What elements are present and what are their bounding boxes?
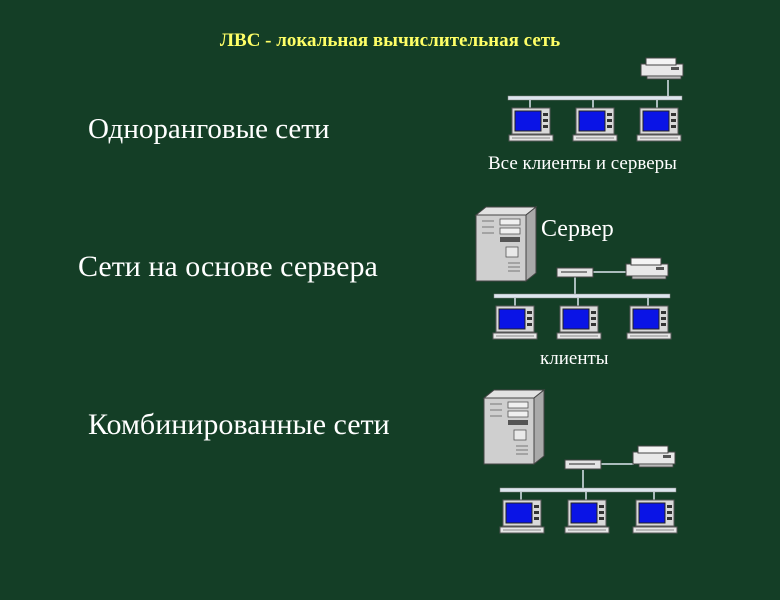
computer-icon xyxy=(626,305,672,340)
computer-icon xyxy=(508,107,554,142)
network-bus xyxy=(499,487,677,493)
computer-icon xyxy=(572,107,618,142)
caption-server: Сервер xyxy=(541,216,614,242)
computer-icon xyxy=(499,499,545,534)
topic-combined: Комбинированные сети xyxy=(88,408,390,441)
combined-network xyxy=(483,389,678,534)
peer-network xyxy=(507,57,684,142)
computer-icon xyxy=(556,305,602,340)
server-icon xyxy=(483,389,545,465)
network-bus xyxy=(493,293,671,299)
server-network xyxy=(475,206,672,340)
computer-icon xyxy=(636,107,682,142)
slide-title: ЛВС - локальная вычислительная сеть xyxy=(219,30,561,51)
caption-peer-all: Все клиенты и серверы xyxy=(488,153,677,174)
printer-icon xyxy=(625,257,669,280)
printer-icon xyxy=(632,445,676,468)
hub-icon xyxy=(564,459,602,470)
topic-server-based: Сети на основе сервера xyxy=(78,250,378,283)
server-icon xyxy=(475,206,537,282)
topic-peer-to-peer: Одноранговые сети xyxy=(88,113,330,145)
computer-icon xyxy=(492,305,538,340)
computer-icon xyxy=(632,499,678,534)
network-bus xyxy=(507,95,683,101)
printer-icon xyxy=(640,57,684,80)
caption-clients: клиенты xyxy=(540,348,609,369)
hub-icon xyxy=(556,267,594,278)
computer-icon xyxy=(564,499,610,534)
